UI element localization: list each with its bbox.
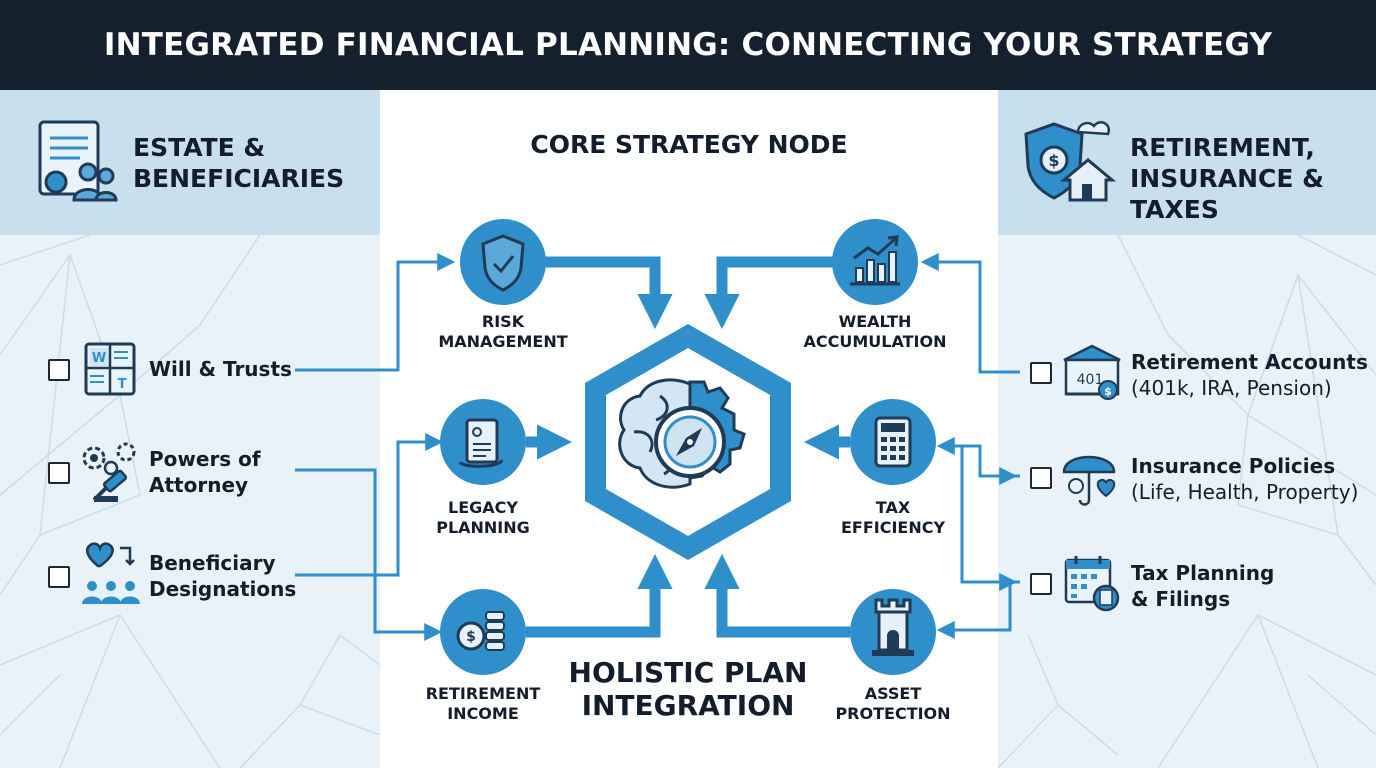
item-line: Beneficiary [149, 551, 276, 575]
header-bar: INTEGRATED FINANCIAL PLANNING: CONNECTIN… [0, 0, 1376, 90]
castle-tower-icon [872, 598, 914, 656]
item-line: Powers of [149, 447, 261, 471]
node-label-line: MANAGEMENT [438, 332, 568, 351]
left-section-title-line2: BENEFICIARIES [133, 164, 345, 193]
retirement-bank-icon: 401 $ [1063, 344, 1121, 400]
item-beneficiary-designations: Beneficiary Designations [149, 550, 296, 602]
node-asset-protection[interactable] [850, 589, 936, 675]
left-connectors [295, 253, 456, 641]
item-line: Insurance Policies [1131, 454, 1336, 478]
item-tax-planning: Tax Planning & Filings [1131, 560, 1274, 612]
item-line: (401k, IRA, Pension) [1131, 376, 1332, 400]
umbrella-heart-icon [1062, 455, 1116, 506]
node-wealth-accumulation[interactable] [832, 219, 918, 305]
checkbox-powers-of-attorney[interactable] [48, 462, 70, 484]
holistic-plan-label: HOLISTIC PLAN INTEGRATION [540, 656, 836, 722]
checkbox-retirement-accounts[interactable] [1030, 362, 1052, 384]
item-powers-of-attorney: Powers of Attorney [149, 446, 261, 498]
node-label-line: ACCUMULATION [803, 332, 947, 351]
right-panel [998, 90, 1376, 768]
node-tax-efficiency[interactable] [850, 399, 936, 485]
right-section-title: RETIREMENT, INSURANCE & TAXES [1130, 132, 1324, 225]
estate-document-family-icon [38, 120, 118, 202]
svg-text:$: $ [1104, 385, 1112, 398]
node-label-line: PROTECTION [835, 704, 951, 723]
checkbox-beneficiary-designations[interactable] [48, 566, 70, 588]
node-label-line: WEALTH [838, 312, 912, 331]
node-label-line: RETIREMENT [425, 684, 541, 703]
checkbox-will-trusts[interactable] [48, 359, 70, 381]
item-line: Designations [149, 577, 297, 601]
checkbox-tax-planning[interactable] [1030, 573, 1052, 595]
svg-text:$: $ [1048, 151, 1059, 170]
calendar-document-icon [1064, 556, 1120, 612]
left-panel-background-lines [0, 235, 380, 768]
right-panel-background-lines [998, 235, 1376, 768]
item-retirement-accounts: Retirement Accounts (401k, IRA, Pension) [1131, 349, 1368, 401]
growth-chart-icon [850, 235, 900, 286]
coin-stack-icon: $ [456, 611, 505, 651]
node-label-legacy-planning: LEGACY PLANNING [393, 498, 573, 538]
svg-text:401: 401 [1077, 372, 1104, 388]
node-label-line: EFFICIENCY [840, 518, 946, 537]
node-label-line: ASSET [864, 684, 922, 703]
svg-text:$: $ [466, 629, 476, 645]
node-legacy-planning[interactable] [440, 399, 526, 485]
svg-text:T: T [118, 377, 127, 392]
core-strategy-hub [585, 324, 791, 560]
holistic-plan-line2: INTEGRATION [581, 689, 795, 722]
calculator-icon [874, 416, 912, 468]
right-section-title-line1: RETIREMENT, [1130, 133, 1315, 162]
heart-people-icon [82, 542, 140, 604]
insurance-shield-house-icon: $ [1024, 121, 1117, 202]
page-title: INTEGRATED FINANCIAL PLANNING: CONNECTIN… [103, 27, 1273, 63]
item-will-trusts: Will & Trusts [149, 356, 292, 382]
right-section-title-line3: TAXES [1130, 195, 1219, 224]
item-line: & Filings [1131, 587, 1231, 611]
will-trust-document-icon: W T [84, 342, 136, 396]
holistic-plan-line1: HOLISTIC PLAN [568, 656, 808, 689]
item-line: Tax Planning [1131, 561, 1275, 585]
scroll-document-icon [458, 418, 504, 468]
node-label-risk-management: RISK MANAGEMENT [413, 312, 593, 352]
node-label-retirement-income: RETIREMENT INCOME [393, 684, 573, 724]
right-connectors [920, 253, 1020, 639]
node-label-wealth-accumulation: WEALTH ACCUMULATION [785, 312, 965, 352]
node-label-line: LEGACY [448, 498, 518, 517]
node-label-tax-efficiency: TAX EFFICIENCY [803, 498, 983, 538]
left-section-title-line1: ESTATE & [133, 133, 266, 162]
shield-check-icon [481, 234, 525, 292]
hub-connectors [526, 256, 850, 638]
gears-gavel-icon [82, 442, 136, 502]
node-label-line: TAX [875, 498, 911, 517]
item-line: Will & Trusts [149, 357, 292, 381]
left-section-title: ESTATE & BENEFICIARIES [133, 132, 344, 194]
item-insurance-policies: Insurance Policies (Life, Health, Proper… [1131, 453, 1358, 505]
left-panel [0, 90, 380, 768]
node-label-line: RISK [481, 312, 525, 331]
item-line: (Life, Health, Property) [1131, 480, 1359, 504]
item-line: Attorney [149, 473, 249, 497]
node-label-line: INCOME [447, 704, 519, 723]
node-risk-management[interactable] [460, 219, 546, 305]
item-line: Retirement Accounts [1131, 350, 1368, 374]
compass-icon [654, 406, 726, 478]
checkbox-insurance-policies[interactable] [1030, 467, 1052, 489]
node-label-line: PLANNING [436, 518, 530, 537]
node-retirement-income[interactable]: $ [440, 589, 526, 675]
svg-text:W: W [92, 351, 106, 366]
node-label-asset-protection: ASSET PROTECTION [803, 684, 983, 724]
right-section-title-line2: INSURANCE & [1130, 164, 1324, 193]
core-strategy-title: CORE STRATEGY NODE [530, 130, 848, 159]
